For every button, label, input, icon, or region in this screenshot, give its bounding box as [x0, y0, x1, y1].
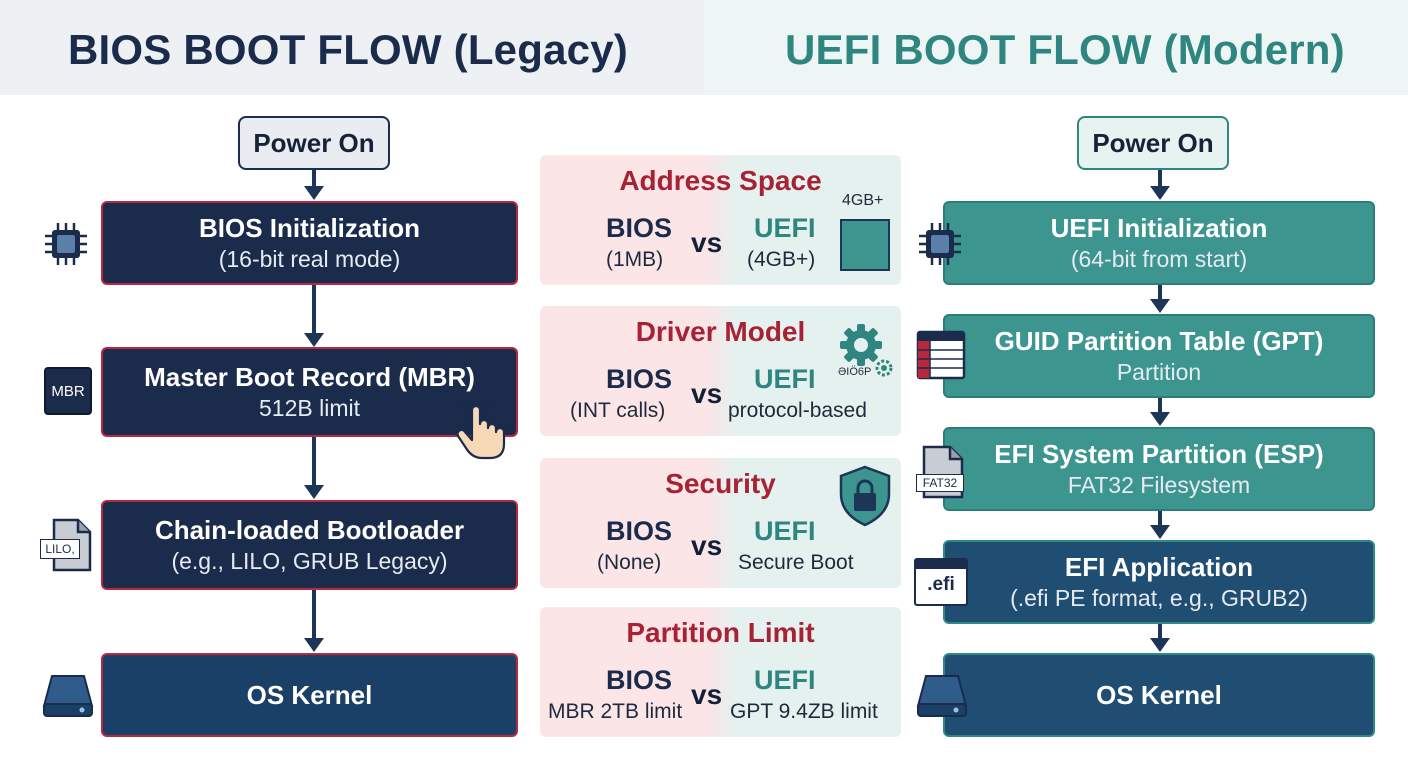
bios-power-on: Power On: [238, 116, 390, 170]
gpt-box: GUID Partition Table (GPT) Partition: [943, 314, 1375, 398]
bios-arrow-3: [304, 437, 324, 499]
mbr-box: Master Boot Record (MBR) 512B limit: [101, 347, 518, 437]
bios-label: BIOS: [606, 213, 673, 243]
vs-label: vs: [691, 378, 723, 409]
bios-flow-title: BIOS BOOT FLOW (Legacy): [68, 26, 628, 73]
mbr-title: Master Boot Record (MBR): [144, 362, 475, 393]
file-icon: FAT32: [914, 444, 970, 500]
uefi-value: GPT 9.4ZB limit: [730, 700, 878, 723]
fat32-tag: FAT32: [916, 474, 964, 492]
uefi-initialization-title: UEFI Initialization: [1050, 213, 1268, 244]
bios-initialization-box: BIOS Initialization (16-bit real mode): [101, 201, 518, 285]
comparison-title: Partition Limit: [626, 617, 815, 648]
uefi-label: UEFI: [754, 364, 816, 394]
window-label: .efi: [927, 574, 955, 595]
bios-label: BIOS: [606, 364, 673, 394]
efi-application-box: EFI Application (.efi PE format, e.g., G…: [943, 540, 1375, 624]
comparison-title: Driver Model: [635, 316, 806, 347]
bios-initialization-title: BIOS Initialization: [198, 213, 420, 244]
lilo-tag: LILO,: [40, 539, 80, 559]
uefi-header-band: [704, 0, 1408, 95]
comparison-security: Security BIOS (None) vs UEFI Secure Boot: [540, 458, 901, 588]
uefi-arrow-5: [1150, 624, 1170, 652]
uefi-flow-title: UEFI BOOT FLOW (Modern): [785, 26, 1345, 73]
vs-label: vs: [691, 679, 723, 710]
comparison-title: Address Space: [619, 165, 822, 196]
disk-icon: [916, 675, 968, 717]
efi-application-title: EFI Application: [1064, 552, 1254, 583]
bios-os-kernel-title: OS Kernel: [246, 679, 373, 710]
fat32-tag-label: FAT32: [922, 476, 958, 490]
chip-icon: [45, 223, 87, 265]
uefi-initialization-subtitle: (64-bit from start): [1070, 245, 1248, 272]
file-icon: LILO,: [38, 517, 94, 573]
uefi-arrow-3: [1150, 398, 1170, 426]
gears-caption: ƏIÖ6P: [838, 366, 872, 378]
bios-value: (INT calls): [570, 399, 666, 422]
comparison-address-space: Address Space BIOS (1MB) vs UEFI (4GB+) …: [540, 155, 901, 285]
mbr-icon: MBR: [44, 367, 92, 415]
bios-arrow-1: [304, 170, 324, 200]
comparison-title: Security: [665, 468, 776, 499]
uefi-arrow-2: [1150, 285, 1170, 313]
efi-application-subtitle: (.efi PE format, e.g., GRUB2): [1010, 584, 1308, 611]
shield-lock-icon: [839, 465, 891, 527]
gpt-title: GUID Partition Table (GPT): [994, 326, 1324, 357]
gears-icon: [840, 324, 882, 366]
uefi-value: (4GB+): [747, 248, 816, 271]
vs-label: vs: [691, 530, 723, 561]
bootloader-subtitle: (e.g., LILO, GRUB Legacy): [171, 547, 448, 574]
comparison-partition-limit: Partition Limit BIOS MBR 2TB limit vs UE…: [540, 607, 901, 737]
bios-initialization-subtitle: (16-bit real mode): [218, 245, 401, 272]
bios-arrow-4: [304, 590, 324, 652]
memory-block-label: 4GB+: [842, 192, 884, 209]
bootloader-title: Chain-loaded Bootloader: [154, 515, 465, 546]
small-gear-icon: [875, 359, 893, 377]
uefi-arrow-1: [1150, 170, 1170, 200]
bootloader-box: Chain-loaded Bootloader (e.g., LILO, GRU…: [101, 500, 518, 590]
esp-box: EFI System Partition (ESP) FAT32 Filesys…: [943, 427, 1375, 511]
esp-subtitle: FAT32 Filesystem: [1067, 471, 1251, 498]
uefi-label: UEFI: [754, 665, 816, 695]
bios-header-band: [0, 0, 704, 95]
bios-value: (None): [597, 551, 662, 574]
disk-icon: [42, 675, 94, 717]
vs-label: vs: [691, 227, 723, 258]
bios-value: MBR 2TB limit: [548, 700, 683, 723]
lilo-tag-label: LILO,: [45, 542, 75, 556]
bios-value: (1MB): [606, 248, 664, 271]
mbr-subtitle: 512B limit: [259, 394, 360, 421]
uefi-initialization-box: UEFI Initialization (64-bit from start): [943, 201, 1375, 285]
chip-icon: [919, 223, 961, 265]
uefi-value: protocol-based: [728, 399, 867, 422]
uefi-label: UEFI: [754, 516, 816, 546]
uefi-arrow-4: [1150, 511, 1170, 539]
uefi-os-kernel-title: OS Kernel: [1096, 679, 1222, 710]
hand-cursor-icon: [456, 398, 506, 460]
bios-os-kernel-box: OS Kernel: [101, 653, 518, 737]
uefi-label: UEFI: [754, 213, 816, 243]
uefi-power-on: Power On: [1077, 116, 1229, 170]
bios-label: BIOS: [606, 665, 673, 695]
memory-block-icon: [840, 219, 890, 271]
esp-title: EFI System Partition (ESP): [994, 439, 1324, 470]
bios-label: BIOS: [606, 516, 673, 546]
mbr-icon-label: MBR: [51, 382, 85, 400]
window-icon: .efi: [914, 558, 968, 606]
bios-arrow-2: [304, 285, 324, 347]
gpt-subtitle: Partition: [1116, 358, 1202, 385]
window-title-bar: [916, 560, 966, 569]
table-icon: [916, 330, 966, 380]
comparison-driver-model: Driver Model BIOS (INT calls) vs UEFI pr…: [540, 306, 901, 436]
uefi-value: Secure Boot: [738, 551, 854, 574]
uefi-os-kernel-box: OS Kernel: [943, 653, 1375, 737]
